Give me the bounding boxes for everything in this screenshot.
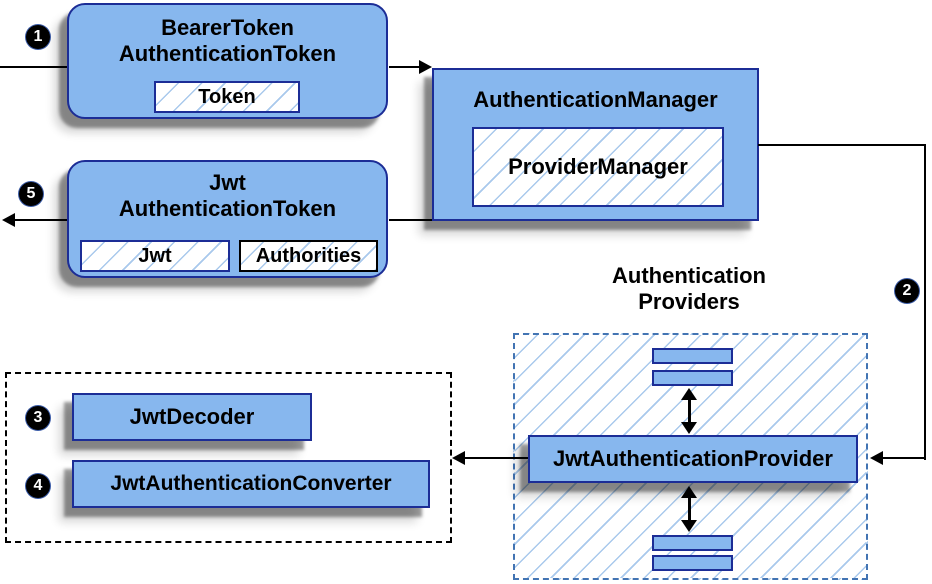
step-badge-2: 2 [895,279,919,303]
providers-group-label: Authentication Providers [589,263,789,315]
arrowhead-down-icon [681,422,697,434]
arrowhead-left-icon [452,451,465,465]
decoder-converter-container [5,372,452,543]
double-arrow-vertical-icon [681,388,697,434]
connector-provider-to-decoder [465,457,528,459]
connector-manager-to-provider-top [758,144,926,146]
provider-slot-bar [652,555,733,571]
field-provider-manager: ProviderManager [472,127,724,207]
node-jwt-decoder: JwtDecoder [72,393,312,441]
arrowhead-up-icon [681,388,697,400]
double-arrow-vertical-icon [681,486,697,532]
node-title-line1: BearerToken [161,15,294,40]
step-badge-4: 4 [26,474,50,498]
provider-slot-bar [652,348,733,364]
step-badge-3: 3 [26,406,50,430]
node-title-line2: AuthenticationToken [118,41,337,66]
node-title: Jwt AuthenticationToken [69,170,386,222]
arrowhead-down-icon [681,520,697,532]
step-badge-1: 1 [26,25,50,49]
node-jwt-authentication-provider: JwtAuthenticationProvider [528,435,858,483]
connector-manager-to-provider-vertical [924,144,926,460]
arrow-shaft [687,495,691,523]
node-title: AuthenticationManager [473,87,718,112]
node-bearer-token-authentication-token: BearerToken AuthenticationToken Token [67,3,388,119]
arrowhead-up-icon [681,486,697,498]
node-authentication-manager: AuthenticationManager ProviderManager [432,68,759,221]
node-title-line1: Jwt [209,170,246,195]
providers-group-label-line2: Providers [638,289,740,314]
connector-manager-to-provider-bottom [883,457,926,459]
arrow-shaft [687,397,691,425]
step-badge-5: 5 [19,182,43,206]
provider-slot-bar [652,535,733,551]
arrowhead-left-icon [2,213,15,227]
provider-slot-bar [652,370,733,386]
connector-manager-to-jwt-token [389,219,432,221]
connector-bearer-to-manager [389,66,420,68]
field-jwt: Jwt [80,240,230,272]
node-jwt-authentication-converter: JwtAuthenticationConverter [72,460,430,508]
node-title-line2: AuthenticationToken [118,196,337,221]
connector-jwt-token-out [14,219,67,221]
arrowhead-right-icon [419,60,432,74]
connector-request-in [0,66,67,68]
arrowhead-left-icon [870,451,883,465]
field-authorities: Authorities [239,240,378,272]
node-title: BearerToken AuthenticationToken [69,15,386,67]
field-token: Token [154,81,300,113]
providers-group-label-line1: Authentication [612,263,766,288]
node-jwt-authentication-token: Jwt AuthenticationToken Jwt Authorities [67,160,388,278]
